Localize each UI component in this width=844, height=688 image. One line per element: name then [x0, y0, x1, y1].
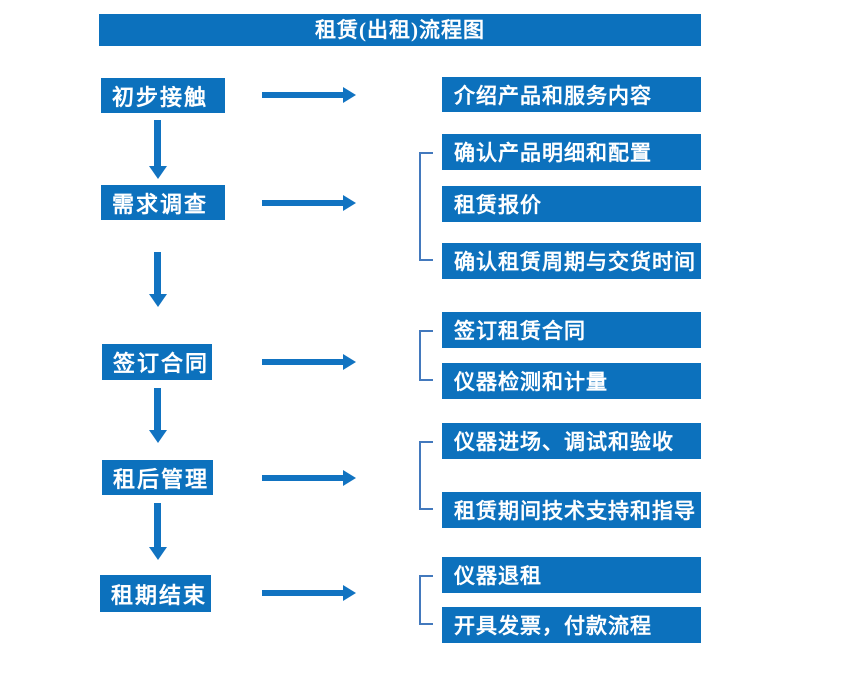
right-arrow-stem: [262, 590, 344, 596]
down-arrow: [149, 120, 167, 179]
right-arrow: [262, 585, 356, 601]
right-arrow: [262, 195, 356, 211]
right-arrow-head: [343, 195, 356, 211]
down-arrow-stem: [154, 388, 161, 431]
right-arrow-head: [343, 354, 356, 370]
right-arrow: [262, 354, 356, 370]
detail-box: 开具发票，付款流程: [442, 607, 701, 643]
stage-box-demand-survey: 需求调查: [101, 185, 225, 220]
right-arrow: [262, 470, 356, 486]
detail-box: 仪器进场、调试和验收: [442, 423, 701, 459]
down-arrow: [149, 388, 167, 443]
right-arrow: [262, 87, 356, 103]
detail-box: 介绍产品和服务内容: [442, 77, 701, 112]
stage-box-rental-end: 租期结束: [100, 575, 211, 612]
detail-box: 确认租赁周期与交货时间: [442, 243, 701, 279]
detail-box: 仪器退租: [442, 557, 701, 593]
stage-box-sign-contract: 签订合同: [102, 344, 212, 380]
detail-box: 仪器检测和计量: [442, 363, 701, 399]
right-arrow-stem: [262, 475, 344, 481]
detail-box: 签订租赁合同: [442, 312, 701, 348]
down-arrow-stem: [154, 503, 161, 548]
right-arrow-stem: [262, 200, 344, 206]
group-bracket: [419, 330, 433, 381]
detail-box: 租赁报价: [442, 186, 701, 222]
down-arrow-stem: [154, 120, 161, 167]
right-arrow-head: [343, 470, 356, 486]
stage-box-initial-contact: 初步接触: [101, 78, 225, 113]
group-bracket: [419, 152, 433, 261]
stage-box-post-rental-management: 租后管理: [102, 460, 213, 495]
flowchart-title: 租赁(出租)流程图: [99, 14, 701, 46]
down-arrow: [149, 252, 167, 307]
right-arrow-stem: [262, 359, 344, 365]
detail-box: 确认产品明细和配置: [442, 134, 701, 170]
down-arrow-head: [149, 430, 167, 443]
group-bracket: [419, 441, 433, 510]
down-arrow-head: [149, 294, 167, 307]
down-arrow-head: [149, 166, 167, 179]
detail-box: 租赁期间技术支持和指导: [442, 492, 701, 528]
down-arrow-head: [149, 547, 167, 560]
group-bracket: [419, 575, 433, 625]
down-arrow-stem: [154, 252, 161, 295]
down-arrow: [149, 503, 167, 560]
right-arrow-head: [343, 585, 356, 601]
right-arrow-head: [343, 87, 356, 103]
right-arrow-stem: [262, 92, 344, 98]
